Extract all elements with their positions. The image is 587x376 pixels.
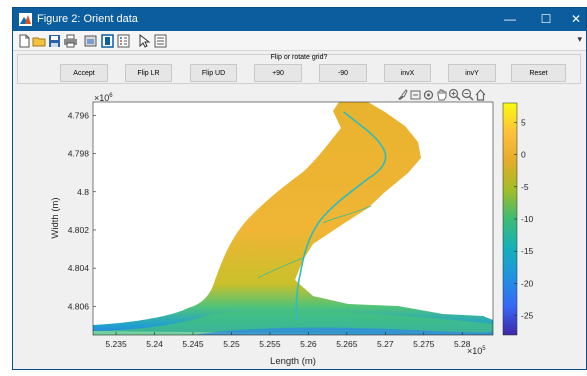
maximize-button[interactable]: ☐ <box>540 12 552 26</box>
panel-title: Flip or rotate grid? <box>270 54 328 61</box>
edit-plot-icon[interactable] <box>137 34 152 48</box>
colorbar-tick-label: -5 <box>521 182 529 192</box>
floodplain-shape <box>93 102 493 335</box>
y-tick-label: 4.796 <box>68 110 90 120</box>
x-tick-label: 5.25 <box>223 339 240 349</box>
zoom-in-icon[interactable] <box>448 88 461 101</box>
colorbar-tick-label: 5 <box>521 117 526 127</box>
y-tick-label: 4.804 <box>68 263 90 273</box>
accept-button[interactable]: Accept <box>60 64 108 82</box>
flip-lr-button[interactable]: Flip LR <box>125 64 172 82</box>
main-river-channel <box>295 111 387 321</box>
colorbar[interactable]: 5 0 -5 -10 -15 -20 -25 <box>502 102 534 336</box>
reset-button[interactable]: Reset <box>511 64 566 82</box>
colorbar-tick-label: 0 <box>521 150 526 160</box>
rotate-plus-90-button[interactable]: +90 <box>254 64 302 82</box>
y-axis-label: Width (m) <box>50 197 61 238</box>
x-exponent-label: ×105 <box>467 346 486 356</box>
x-tick-label: 5.235 <box>105 339 127 349</box>
side-channel <box>257 205 372 279</box>
lower-valley-band <box>93 310 493 335</box>
window-title: Figure 2: Orient data <box>37 13 138 25</box>
colorbar-tick-label: -20 <box>521 278 534 288</box>
x-tick-label: 5.26 <box>300 339 317 349</box>
x-tick-label: 5.28 <box>454 339 471 349</box>
y-tick-label: 4.8 <box>77 187 89 197</box>
brush-icon[interactable] <box>396 88 409 101</box>
minimize-button[interactable]: — <box>504 12 516 26</box>
colorbar-tick-label: -15 <box>521 246 534 256</box>
invert-y-button[interactable]: invY <box>448 64 496 82</box>
x-axis-label: Length (m) <box>270 356 316 367</box>
open-file-icon[interactable] <box>32 34 47 48</box>
toolbar-overflow-icon[interactable]: ▾ <box>577 34 582 44</box>
x-tick-label: 5.265 <box>336 339 358 349</box>
x-tick-label: 5.245 <box>182 339 204 349</box>
rotate-icon[interactable] <box>422 88 435 101</box>
flip-ud-button[interactable]: Flip UD <box>190 64 237 82</box>
close-button[interactable]: ✕ <box>570 12 582 26</box>
y-tick-label: 4.802 <box>68 225 90 235</box>
x-tick-label: 5.27 <box>377 339 394 349</box>
datatip-icon[interactable] <box>409 88 422 101</box>
axes-box <box>92 101 494 336</box>
save-icon[interactable] <box>47 34 62 48</box>
x-tick-label: 5.255 <box>259 339 281 349</box>
y-tick-label: 4.798 <box>68 149 90 159</box>
x-tick-label: 5.24 <box>146 339 163 349</box>
plot-area[interactable]: 5.235 5.24 5.245 5.25 5.255 5.26 5.265 5.27 5.27… <box>13 8 587 371</box>
figure-toolbar: ▾ <box>13 31 586 51</box>
home-icon[interactable] <box>474 88 487 101</box>
deep-channel-band <box>193 327 493 335</box>
title-bar[interactable]: Figure 2: Orient data — ☐ ✕ <box>13 8 586 31</box>
flip-rotate-panel: Flip or rotate grid? Accept Flip LR Flip… <box>17 54 581 84</box>
y-exponent-label: ×106 <box>94 93 113 103</box>
y-tick-label: 4.806 <box>68 301 90 311</box>
rotate-minus-90-button[interactable]: -90 <box>319 64 367 82</box>
x-tick-label: 5.275 <box>413 339 435 349</box>
insert-colorbar-icon[interactable] <box>100 34 115 48</box>
link-plot-icon[interactable] <box>83 34 98 48</box>
pan-icon[interactable] <box>435 88 448 101</box>
colorbar-tick-label: -10 <box>521 214 534 224</box>
zoom-out-icon[interactable] <box>461 88 474 101</box>
insert-legend-icon[interactable] <box>116 34 131 48</box>
invert-x-button[interactable]: invX <box>384 64 431 82</box>
y-axis-ticks: 4.796 4.798 4.8 4.802 4.804 4.806 <box>68 110 96 311</box>
property-inspector-icon[interactable] <box>153 34 168 48</box>
colorbar-tick-label: -25 <box>521 311 534 321</box>
figure-window: Figure 2: Orient data — ☐ ✕ ▾ Flip or ro… <box>12 7 587 370</box>
x-axis-ticks: 5.235 5.24 5.245 5.25 5.255 5.26 5.265 5.27 5.27… <box>105 332 471 349</box>
elevation-surface <box>93 102 493 335</box>
new-figure-icon[interactable] <box>17 34 32 48</box>
matlab-icon <box>19 13 32 26</box>
colorbar-ticks: 5 0 -5 -10 -15 -20 -25 <box>514 117 534 321</box>
print-icon[interactable] <box>63 34 78 48</box>
